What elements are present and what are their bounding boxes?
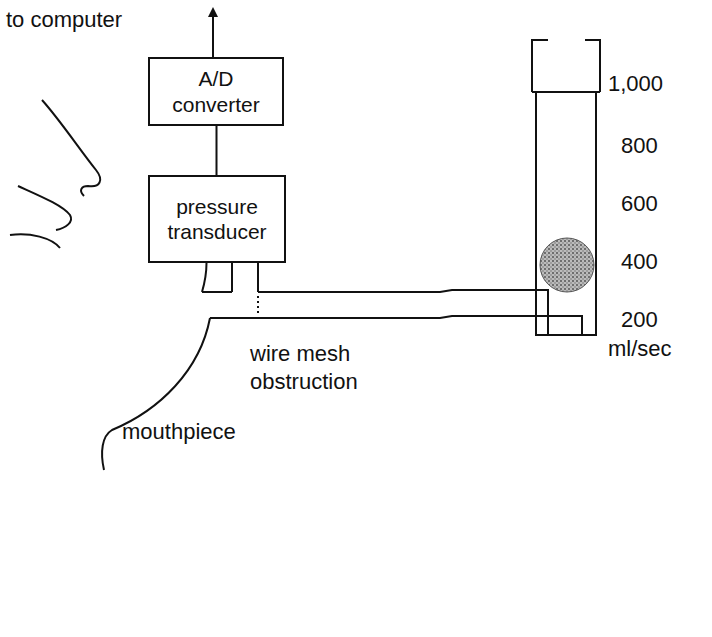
box-label: A/D converter <box>156 66 276 116</box>
flowmeter-step <box>532 91 600 93</box>
scale-mark: 800 <box>621 132 658 160</box>
face-profile <box>42 100 100 196</box>
scale-mark: 1,000 <box>608 70 663 98</box>
tube-top-right <box>258 290 548 335</box>
scale-mark: 600 <box>621 190 658 218</box>
part-label: mouthpiece <box>122 418 236 446</box>
scale-mark: 400 <box>621 248 658 276</box>
pressure-tap <box>231 262 233 292</box>
mouthpiece-lower <box>102 318 210 470</box>
part-label: to computer <box>6 6 122 34</box>
signal-wire <box>216 126 217 175</box>
scale-mark: 200 <box>621 306 658 334</box>
wire-mesh <box>257 296 259 316</box>
part-label: wire mesh obstruction <box>250 340 380 395</box>
output-arrow <box>212 12 214 57</box>
instrument-box: pressure transducer <box>148 175 286 263</box>
tube-top-left <box>202 291 232 293</box>
face-chin <box>10 234 60 248</box>
tube-bottom <box>210 316 582 335</box>
face-lips <box>18 186 71 230</box>
pressure-tap <box>257 262 259 292</box>
box-label: pressure transducer <box>156 194 278 244</box>
flowmeter-tube <box>536 92 596 335</box>
scale-mark: ml/sec <box>608 335 672 363</box>
flowmeter-ball <box>540 238 594 292</box>
instrument-box: A/D converter <box>148 57 284 126</box>
flowmeter-upper <box>532 40 600 92</box>
